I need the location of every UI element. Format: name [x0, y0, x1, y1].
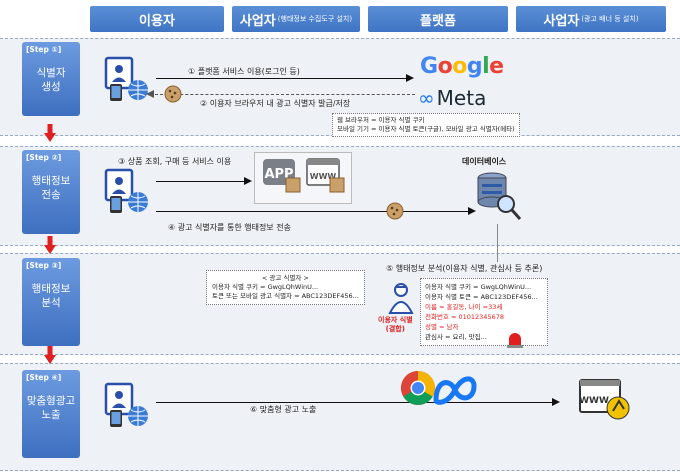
identifier-note-line: 모바일 기기 = 이용자 식별 토큰(구글), 모바일 광고 식별자(메타) [337, 125, 515, 133]
flow-2-line [150, 94, 415, 95]
profile-line-highlight: 성별 = 남자 [425, 323, 459, 331]
step-1-tag: [Step ①] [26, 45, 62, 54]
header-business2-sub: (광고 배너 등 설치) [581, 15, 639, 23]
header-business1-label: 사업자 [239, 13, 276, 29]
header-user: 이용자 [90, 6, 224, 32]
ad-identifier-line: 이용자 식별 쿠키 = GwgLQhWinU... [212, 283, 319, 291]
arrowhead-left-icon [146, 90, 154, 98]
step-arrow-1 [44, 124, 56, 142]
flow-1-label: ① 플랫폼 서비스 이용(로그인 등) [188, 67, 300, 76]
meta-logo: ∞ Meta [418, 86, 486, 110]
step-2-title-1: 행태정보 [31, 175, 71, 187]
flow-3-line [156, 181, 248, 182]
identifier-note: 웹 브라우저 = 이용자 식별 쿠키 모바일 기기 = 이용자 식별 토큰(구글… [332, 113, 520, 137]
step-1-title-1: 식별자 [36, 67, 66, 79]
meta-label: Meta [436, 86, 487, 110]
step-arrow-2 [44, 236, 56, 254]
flow-3-label: ③ 상품 조회, 구매 등 서비스 이용 [118, 157, 232, 166]
arrowhead-right-icon [552, 398, 560, 406]
step-3-title-2: 분석 [41, 297, 61, 309]
profile-line: 관심사 = 요리, 맛집... [425, 333, 487, 341]
person-label-line2: (결합) [385, 325, 405, 333]
arrowhead-right-icon [244, 177, 252, 185]
person-label-line1: 이용자 식별 [378, 316, 413, 324]
web-icon: WWW [306, 158, 345, 193]
user-device-icon [104, 56, 148, 101]
database-icon [477, 172, 522, 220]
app-icon: APP [263, 159, 301, 193]
arrowhead-right-icon [406, 74, 414, 82]
header-user-label: 이용자 [139, 13, 175, 29]
header-platform-label: 플랫폼 [420, 13, 456, 29]
step-3-tag: [Step ③] [26, 261, 62, 270]
profile-line: 이용자 식별 쿠키 = GwgLQhWinU... [425, 283, 532, 291]
flow-4-line [156, 211, 472, 212]
step-2-title-2: 전송 [41, 189, 61, 201]
chrome-icon [401, 371, 435, 405]
google-logo: Google [420, 54, 504, 79]
svg-text:WWW: WWW [579, 396, 609, 406]
identifier-note-line: 웹 브라우저 = 이용자 식별 쿠키 [337, 116, 425, 124]
step-arrow-3 [44, 346, 56, 364]
header-business1: 사업자(행태정보 수집도구 설치) [232, 6, 360, 32]
flow-5-label: ⑤ 행태정보 분석(이용자 식별, 관심사 등 추론) [386, 264, 543, 273]
person-icon [388, 283, 414, 314]
header-business2-label: 사업자 [543, 13, 580, 29]
meta-infinity-icon: ∞ [418, 86, 435, 110]
profile-line: 이용자 식별 토큰 = ABC123DEF456... [425, 293, 538, 301]
flow-6-line [156, 402, 556, 403]
flow-6-label: ⑥ 맞춤형 광고 노출 [250, 405, 317, 414]
ad-identifier-title: < 광고 식별자 > [261, 274, 309, 282]
ad-identifier-line: 토큰 또는 모바일 광고 식별자 = ABC123DEF456... [212, 292, 359, 300]
profile-note: 이용자 식별 쿠키 = GwgLQhWinU... 이용자 식별 토큰 = AB… [420, 278, 548, 346]
header-business1-sub: (행태정보 수집도구 설치) [277, 15, 353, 23]
flow-1-line [156, 78, 410, 79]
meta-icon [433, 376, 477, 405]
ad-banner-icon: WWW [579, 379, 630, 420]
flow-4-label: ④ 광고 식별자를 통한 행태정보 전송 [168, 223, 291, 232]
ad-identifier-note: < 광고 식별자 > 이용자 식별 쿠키 = GwgLQhWinU... 토큰 … [206, 270, 365, 305]
flow-2-label: ② 이용자 브라우저 내 광고 식별자 발급/저장 [200, 99, 351, 108]
svg-text:WWW: WWW [310, 172, 337, 181]
alarm-light-icon [507, 333, 523, 348]
header-business2: 사업자(광고 배너 등 설치) [516, 6, 666, 32]
arrowhead-right-icon [468, 207, 476, 215]
step-1-title-2: 생성 [41, 81, 61, 93]
user-device-icon [104, 168, 148, 213]
step-2-tag: [Step ②] [26, 153, 62, 162]
header-platform: 플랫폼 [368, 6, 508, 32]
person-label: 이용자 식별 (결합) [378, 316, 413, 334]
step-4-title-2: 노출 [41, 409, 61, 421]
step-4-tag: [Step ④] [26, 373, 62, 382]
cookie-icon [386, 202, 404, 220]
connector-line [497, 224, 498, 262]
database-label: 데이터베이스 [462, 157, 507, 166]
step-3-title-1: 행태정보 [31, 283, 71, 295]
step-4-title-1: 맞춤형광고 [26, 395, 76, 407]
user-device-icon [104, 382, 148, 427]
profile-line-highlight: 이름 = 홍길동, 나이 =33세 [425, 303, 503, 311]
profile-line-highlight: 전화번호 = 01012345678 [425, 313, 504, 321]
cookie-icon [164, 85, 182, 103]
